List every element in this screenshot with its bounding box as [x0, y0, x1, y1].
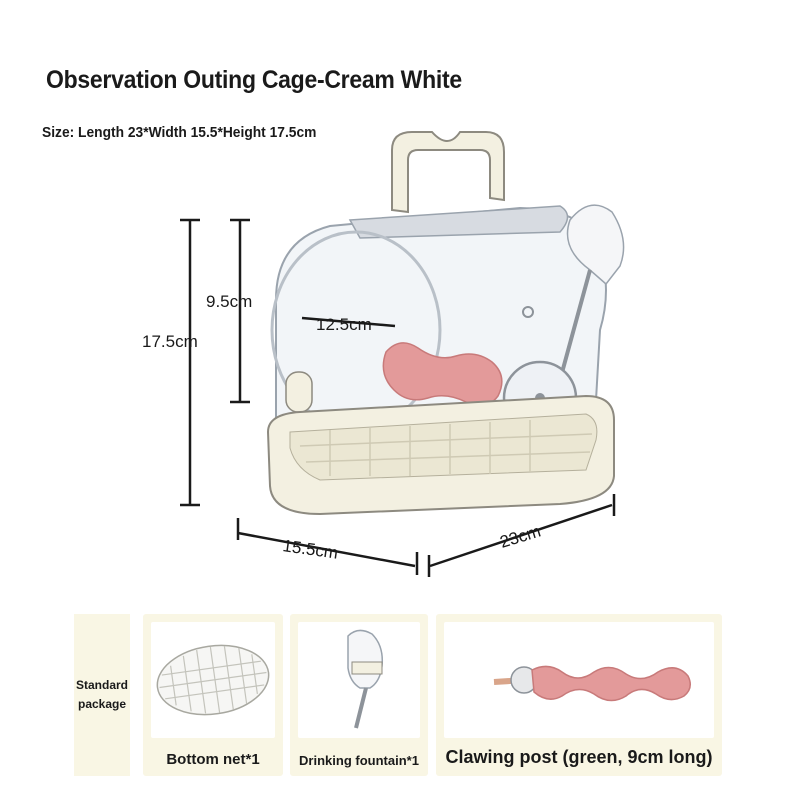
handle-icon [391, 131, 505, 214]
standard-package-label: Standard package [74, 614, 130, 776]
package-item-caption: Drinking fountain*1 [299, 753, 419, 768]
page-title: Observation Outing Cage-Cream White [46, 66, 462, 94]
clawing-post-icon [382, 342, 503, 407]
bottom-net-icon [156, 644, 270, 716]
package-item-bottom-net: Bottom net*1 [143, 614, 283, 776]
drinking-fountain-icon [347, 629, 384, 729]
drinking-fountain-icon [558, 204, 625, 381]
package-item-drinking-fountain: Drinking fountain*1 [290, 614, 428, 776]
clawing-post-icon [493, 665, 691, 702]
base-tray-icon [266, 394, 615, 516]
height-label: 17.5cm [142, 332, 198, 351]
package-item-caption: Clawing post (green, 9cm long) [445, 747, 713, 767]
inner-height-label: 9.5cm [206, 292, 252, 311]
length-dimension-line [429, 503, 613, 568]
package-item-caption: Bottom net*1 [166, 751, 260, 768]
diameter-dimension-line [301, 316, 396, 328]
length-label: 23cm [498, 521, 543, 551]
package-item-clawing-post: Clawing post (green, 9cm long) [436, 614, 722, 776]
width-label: 15.5cm [281, 536, 339, 563]
cage-illustration: 17.5cm 9.5cm 12.5cm 15.5cm 23cm [142, 131, 625, 577]
diameter-label: 12.5cm [316, 315, 372, 334]
width-dimension-line [237, 531, 416, 568]
size-spec: Size: Length 23*Width 15.5*Height 17.5cm [42, 124, 317, 141]
